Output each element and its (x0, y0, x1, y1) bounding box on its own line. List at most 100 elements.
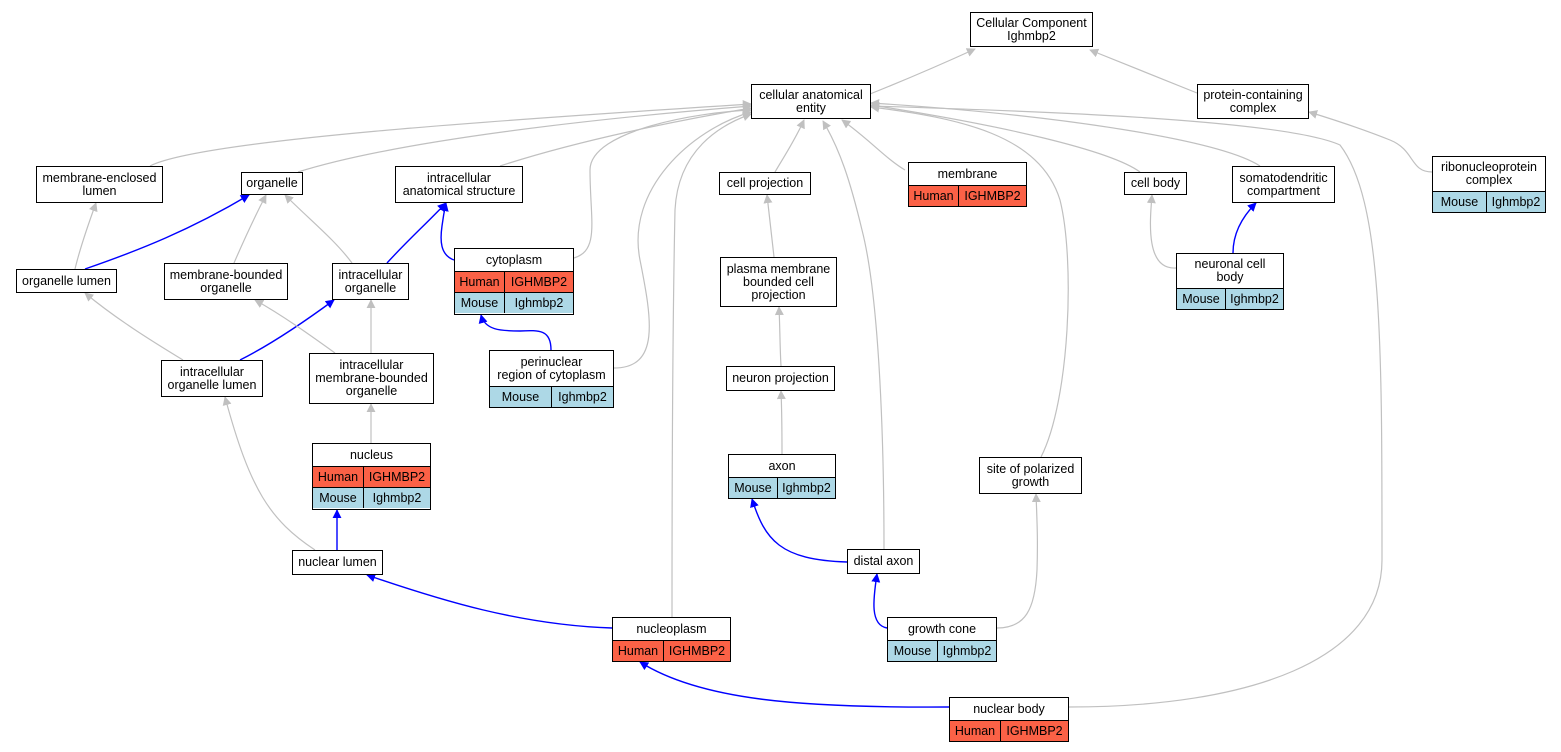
edge-part-of-cyto-to-ias (439, 202, 455, 261)
edge-part-of-io-to-ias (386, 202, 447, 264)
node-intracellular-anatomical-structure[interactable]: intracellular anatomical structure (395, 166, 523, 203)
edge-is-a-org-to-cae (297, 102, 752, 173)
node-label: cytoplasm (485, 252, 543, 267)
edge-part-of-nplasm-to-nl (366, 573, 613, 629)
node-label: organelle (246, 176, 298, 190)
edge-is-a-orgl-to-mel (74, 202, 98, 270)
species-cell: Human (455, 272, 505, 292)
node-membrane-bounded-organelle[interactable]: membrane-bounded organelle (164, 263, 288, 300)
species-cell: Mouse (313, 488, 364, 508)
edge-is-a-nl-to-iol (222, 396, 316, 551)
node-label: intracellular organelle (338, 267, 403, 295)
edge-is-a-ncb-to-cb (1146, 194, 1177, 269)
edge-part-of-gc-to-da (871, 573, 888, 629)
gene-cell: Ighmbp2 (782, 481, 831, 495)
node-label: intracellular organelle lumen (167, 364, 257, 392)
node-ribonucleoprotein-complex[interactable]: ribonucleoprotein complex Mouse Ighmbp2 (1432, 156, 1546, 213)
node-label: nucleus (349, 447, 394, 462)
species-cell: Mouse (455, 293, 505, 313)
edge-is-a-pmbcp-to-cp (763, 194, 775, 258)
edge-part-of-iol-to-io (239, 299, 335, 361)
node-intracellular-membrane-bounded-organelle[interactable]: intracellular membrane-bounded organelle (309, 353, 434, 404)
gene-cell: IGHMBP2 (964, 189, 1021, 203)
edge-is-a-mel-to-cae (149, 100, 752, 167)
node-label: organelle lumen (22, 273, 111, 288)
node-distal-axon[interactable]: distal axon (847, 549, 920, 574)
annotation-row-mouse: Mouse Ighmbp2 (313, 487, 430, 508)
node-cellular-component[interactable]: Cellular Component Ighmbp2 (970, 12, 1093, 47)
annotation-row-human: Human IGHMBP2 (950, 720, 1068, 741)
node-membrane-enclosed-lumen[interactable]: membrane-enclosed lumen (36, 166, 163, 203)
node-neuron-projection[interactable]: neuron projection (726, 366, 835, 391)
node-label: membrane-bounded organelle (169, 267, 283, 295)
node-intracellular-organelle-lumen[interactable]: intracellular organelle lumen (161, 360, 263, 397)
species-cell: Mouse (1433, 192, 1487, 212)
edge-is-a-spg-to-cae (870, 103, 1069, 458)
node-intracellular-organelle[interactable]: intracellular organelle (332, 263, 409, 300)
species-cell: Human (313, 467, 364, 487)
node-perinuclear-region-of-cytoplasm[interactable]: perinuclear region of cytoplasm Mouse Ig… (489, 350, 614, 408)
node-label: cell projection (726, 176, 804, 190)
node-organelle-lumen[interactable]: organelle lumen (16, 269, 117, 293)
edge-is-a-cyto-to-cae (573, 105, 752, 259)
node-membrane[interactable]: membrane Human IGHMBP2 (908, 162, 1027, 207)
node-cell-projection[interactable]: cell projection (719, 172, 811, 195)
annotation-row-mouse: Mouse Ighmbp2 (1177, 288, 1283, 309)
annotation-row-mouse: Mouse Ighmbp2 (455, 292, 573, 313)
edge-is-a-np-to-pmbcp (774, 306, 784, 367)
node-label: axon (768, 458, 796, 473)
node-nucleoplasm[interactable]: nucleoplasm Human IGHMBP2 (612, 617, 731, 662)
gene-cell: Ighmbp2 (942, 644, 992, 658)
edge-is-a-da-to-cae (822, 120, 885, 550)
node-nucleus[interactable]: nucleus Human IGHMBP2 Mouse Ighmbp2 (312, 443, 431, 510)
node-plasma-membrane-bounded-cell-projection[interactable]: plasma membrane bounded cell projection (720, 257, 837, 307)
node-growth-cone[interactable]: growth cone Mouse Ighmbp2 (887, 617, 997, 662)
edge-part-of-da-to-axon (750, 498, 848, 563)
node-label: site of polarized growth (986, 461, 1075, 489)
edge-part-of-orgl-to-org (84, 194, 250, 270)
node-protein-containing-complex[interactable]: protein-containing complex (1197, 84, 1309, 119)
node-axon[interactable]: axon Mouse Ighmbp2 (728, 454, 836, 499)
node-label: membrane (937, 166, 998, 181)
annotation-row-human: Human IGHMBP2 (909, 185, 1026, 206)
species-cell: Mouse (1177, 289, 1226, 309)
gene-cell: Ighmbp2 (372, 491, 422, 505)
node-cell-body[interactable]: cell body (1124, 172, 1187, 195)
edge-is-a-nplasm-to-cae (671, 112, 752, 618)
node-label: cellular anatomical entity (759, 87, 863, 115)
species-cell: Mouse (490, 387, 552, 407)
node-nuclear-body[interactable]: nuclear body Human IGHMBP2 (949, 697, 1069, 742)
edge-is-a-cae-to-root (869, 48, 976, 95)
gene-cell: IGHMBP2 (668, 644, 726, 658)
node-label: neuronal cell body (1194, 257, 1266, 284)
node-neuronal-cell-body[interactable]: neuronal cell body Mouse Ighmbp2 (1176, 253, 1284, 310)
node-label: intracellular membrane-bounded organelle (315, 358, 428, 398)
node-label: nuclear body (973, 701, 1045, 716)
edge-is-a-gc-to-spg (996, 493, 1041, 629)
annotation-row-human: Human IGHMBP2 (455, 271, 573, 292)
annotation-row-human: Human IGHMBP2 (613, 640, 730, 661)
edge-is-a-rnp-to-pcc (1308, 110, 1433, 173)
species-cell: Human (950, 721, 1001, 741)
node-cytoplasm[interactable]: cytoplasm Human IGHMBP2 Mouse Ighmbp2 (454, 248, 574, 315)
node-somatodendritic-compartment[interactable]: somatodendritic compartment (1232, 166, 1335, 203)
node-label: growth cone (907, 621, 977, 636)
gene-cell: IGHMBP2 (1006, 724, 1063, 738)
node-site-of-polarized-growth[interactable]: site of polarized growth (979, 457, 1082, 494)
node-label: protein-containing complex (1203, 87, 1303, 115)
node-cellular-anatomical-entity[interactable]: cellular anatomical entity (751, 84, 871, 119)
edge-is-a-prc-to-cae (613, 109, 752, 369)
node-organelle[interactable]: organelle (241, 172, 303, 195)
annotation-row-mouse: Mouse Ighmbp2 (729, 477, 835, 498)
edge-is-a-ias-to-cae (499, 104, 752, 167)
node-label: nucleoplasm (636, 621, 707, 636)
edge-is-a-pcc-to-root (1089, 48, 1198, 94)
edge-is-a-cb-to-cae (870, 101, 1141, 173)
annotation-row-mouse: Mouse Ighmbp2 (1433, 191, 1545, 212)
edge-is-a-mbo-to-org (233, 194, 267, 264)
node-label: membrane-enclosed lumen (42, 170, 157, 198)
edge-part-of-nb-to-nplasm (639, 661, 950, 708)
node-nuclear-lumen[interactable]: nuclear lumen (292, 550, 383, 575)
node-label: plasma membrane bounded cell projection (726, 261, 831, 302)
